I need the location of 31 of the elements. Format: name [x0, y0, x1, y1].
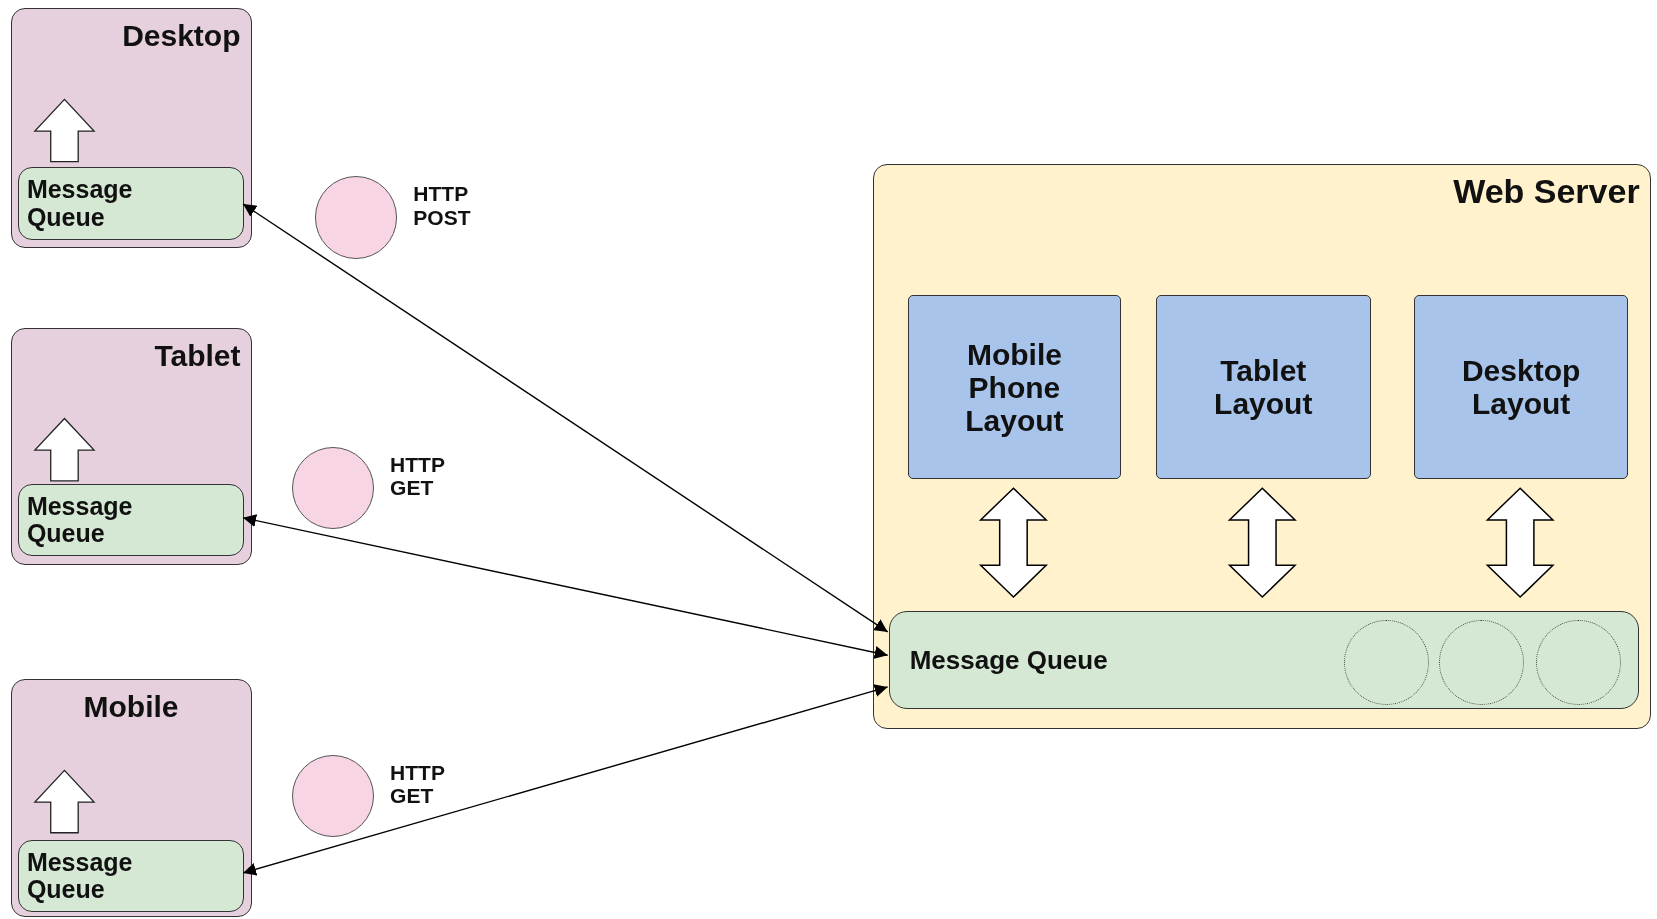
box-label: Message Queue — [26, 175, 134, 231]
box-label: Message Queue — [26, 492, 134, 548]
message-label: HTTP GET — [390, 453, 446, 500]
message-queue-box — [17, 166, 245, 240]
message-queue-box — [17, 483, 245, 556]
box-title: Desktop — [121, 19, 241, 53]
arrow — [242, 514, 889, 659]
browser-box — [10, 327, 252, 566]
message-queue-box — [17, 840, 245, 912]
layout-box — [1413, 294, 1629, 479]
server-box — [872, 163, 1651, 730]
layout-box — [1156, 294, 1371, 479]
double-block-arrow — [978, 487, 1049, 599]
message-label: HTTP GET — [390, 760, 446, 807]
box-title: Tablet — [153, 338, 241, 372]
box-label: Mobile Phone Layout — [964, 337, 1065, 437]
browser-box — [10, 679, 252, 918]
browser-box — [10, 8, 252, 249]
double-block-arrow — [1227, 487, 1297, 599]
box-title: Mobile — [82, 690, 180, 724]
arrow — [242, 203, 889, 633]
box-label: Tablet Layout — [1213, 353, 1314, 420]
box-title: Web Server — [1453, 172, 1640, 211]
arrow — [242, 684, 889, 876]
message-label: HTTP POST — [413, 182, 472, 229]
box-label: Message Queue — [909, 645, 1108, 675]
layout-box — [907, 294, 1122, 479]
box-label: Message Queue — [26, 848, 134, 904]
box-label: Desktop Layout — [1460, 353, 1582, 420]
message-queue-box — [888, 610, 1639, 709]
double-block-arrow — [1485, 487, 1555, 599]
